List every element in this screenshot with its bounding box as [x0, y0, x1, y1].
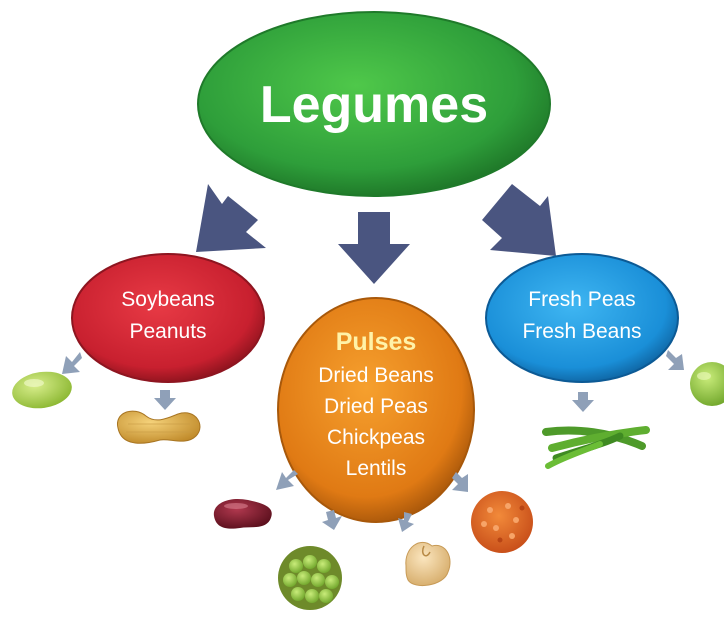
- oilseed-line-1: Soybeans: [121, 288, 214, 311]
- green-pea-icon: [278, 546, 342, 610]
- oilseed-node: Soybeans Peanuts: [72, 254, 264, 382]
- pulses-line-1: Dried Beans: [318, 364, 434, 387]
- small-arrow-left-edamame: [62, 352, 82, 374]
- pulses-heading: Pulses: [336, 328, 417, 356]
- big-arrows: [196, 184, 556, 284]
- peanut-icon: [117, 411, 199, 443]
- small-arrow-lentil: [452, 472, 468, 492]
- pulses-line-3: Chickpeas: [327, 426, 425, 449]
- root-title: Legumes: [260, 76, 488, 134]
- oilseed-line-2: Peanuts: [129, 320, 206, 343]
- small-arrow-peanut: [154, 390, 176, 410]
- fresh-node: Fresh Peas Fresh Beans: [486, 254, 678, 382]
- arrow-to-pulses: [338, 212, 410, 284]
- arrow-to-oilseeds: [196, 184, 266, 252]
- pulses-line-4: Lentils: [346, 457, 407, 480]
- small-arrow-kidney: [276, 470, 298, 490]
- edamame-icon: [10, 368, 74, 412]
- root-node: Legumes: [198, 12, 550, 196]
- red-lentil-icon: [471, 491, 533, 553]
- kidney-bean-icon: [214, 499, 272, 529]
- fresh-line-1: Fresh Peas: [528, 288, 635, 311]
- small-arrow-greenbean: [572, 392, 594, 412]
- arrow-to-fresh: [482, 184, 556, 256]
- small-arrow-freshpea: [666, 350, 684, 370]
- fresh-pea-icon: [690, 362, 724, 406]
- pulses-line-2: Dried Peas: [324, 395, 428, 418]
- green-bean-icon: [546, 430, 646, 466]
- chickpea-icon: [406, 542, 450, 585]
- fresh-line-2: Fresh Beans: [522, 320, 641, 343]
- pulses-node: Pulses Dried Beans Dried Peas Chickpeas …: [278, 298, 474, 522]
